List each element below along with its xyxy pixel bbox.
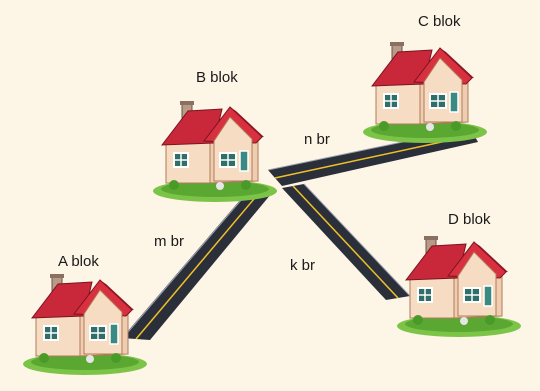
house-b	[152, 100, 278, 203]
road-bc-label: n br	[304, 131, 330, 148]
road-ab	[122, 191, 271, 340]
house-c	[362, 41, 488, 144]
road-ab-label: m br	[154, 233, 184, 250]
road-bd-label: k br	[290, 257, 315, 274]
house-a	[22, 273, 148, 376]
block-c-label: C blok	[418, 13, 461, 30]
house-d	[396, 235, 522, 338]
block-a-label: A blok	[58, 253, 99, 270]
block-d-label: D blok	[448, 211, 491, 228]
block-b-label: B blok	[196, 69, 238, 86]
road-bd	[282, 183, 411, 300]
